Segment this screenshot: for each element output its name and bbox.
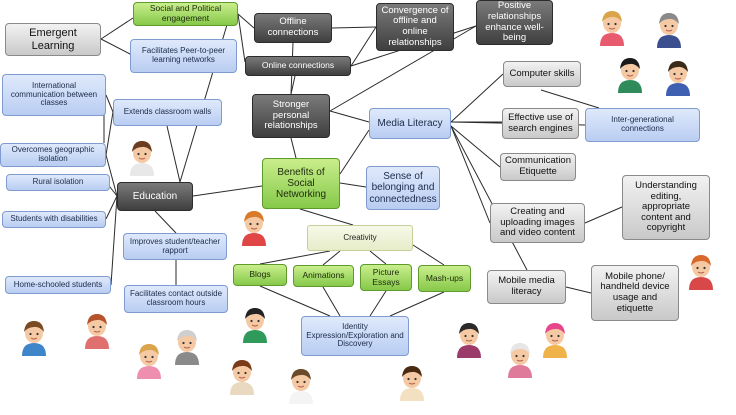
node-students-with-disabilities: Students with disabilities bbox=[2, 211, 106, 228]
person-man-dark-hair-icon bbox=[666, 61, 690, 96]
node-search-engines: Effective use of search engines bbox=[502, 108, 579, 139]
person-girl-pink-hat-icon bbox=[543, 323, 567, 358]
person-girl-long-hair-icon bbox=[400, 366, 424, 401]
connector-line bbox=[290, 75, 296, 95]
person-woman-glasses-icon bbox=[457, 323, 481, 358]
connector-line bbox=[105, 154, 118, 197]
node-mash-ups: Mash-ups bbox=[418, 265, 471, 292]
connector-line bbox=[322, 250, 341, 266]
connector-line bbox=[450, 125, 501, 168]
node-animations: Animations bbox=[293, 265, 354, 287]
connector-line bbox=[237, 13, 255, 29]
node-sense-of-belonging: Sense of belonging and connectedness bbox=[366, 166, 440, 210]
node-mobile-phone-etiquette: Mobile phone/ handheld device usage and … bbox=[591, 265, 679, 321]
person-boy-tie-icon bbox=[289, 369, 313, 404]
connector-line bbox=[540, 89, 600, 109]
node-understanding-editing: Understanding editing, appropriate conte… bbox=[622, 175, 710, 240]
person-girl-ponytail-icon bbox=[230, 360, 254, 395]
node-online-connections: Online connections bbox=[245, 56, 351, 76]
node-picture-essays: Picture Essays bbox=[360, 264, 412, 291]
node-benefits-of-social-networking: Benefits of Social Networking bbox=[262, 158, 340, 209]
person-boy-brown-icon bbox=[22, 321, 46, 356]
node-extends-classroom-walls: Extends classroom walls bbox=[113, 99, 222, 126]
person-girl-blonde-2-icon bbox=[137, 344, 161, 379]
connector-line bbox=[105, 94, 114, 113]
node-education: Education bbox=[117, 182, 193, 211]
person-grandma-icon bbox=[508, 343, 532, 378]
node-communication-etiquette: Communication Etiquette bbox=[500, 153, 576, 181]
node-student-teacher-rapport: Improves student/teacher rapport bbox=[123, 233, 227, 260]
node-blogs: Blogs bbox=[233, 264, 287, 286]
connector-line bbox=[565, 286, 592, 294]
connector-line bbox=[350, 26, 377, 67]
person-woman-dark-icon bbox=[618, 58, 642, 93]
connector-line bbox=[237, 13, 246, 63]
person-girl-redhead-icon bbox=[689, 255, 713, 290]
connector-line bbox=[105, 111, 114, 156]
node-emergent-learning: Emergent Learning bbox=[5, 23, 101, 56]
connector-line bbox=[331, 26, 377, 29]
node-creativity: Creativity bbox=[307, 225, 413, 251]
node-overcomes-geographic-isolation: Overcomes geographic isolation bbox=[0, 143, 106, 167]
connector-line bbox=[584, 206, 623, 224]
node-stronger-personal-relationships: Stronger personal relationships bbox=[252, 94, 330, 138]
connector-line bbox=[329, 110, 370, 123]
connector-line bbox=[259, 285, 331, 317]
node-positive-relationships: Positive relationships enhance well-bein… bbox=[476, 0, 553, 45]
connector-line bbox=[369, 290, 387, 317]
connector-line bbox=[450, 125, 491, 224]
connector-line bbox=[105, 195, 118, 220]
person-girl-brown-icon bbox=[130, 141, 154, 176]
node-offline-connections: Offline connections bbox=[254, 13, 332, 43]
node-convergence: Convergence of offline and online relati… bbox=[376, 3, 454, 51]
node-international-communication: International communication between clas… bbox=[2, 74, 106, 116]
connector-line bbox=[110, 195, 118, 286]
node-contact-outside-classroom: Facilitates contact outside classroom ho… bbox=[124, 285, 228, 313]
connector-line bbox=[259, 250, 331, 265]
connector-line bbox=[450, 73, 504, 123]
person-girl-blonde-icon bbox=[600, 11, 624, 46]
node-computer-skills: Computer skills bbox=[503, 61, 581, 87]
node-rural-isolation: Rural isolation bbox=[6, 174, 110, 191]
node-inter-generational-connections: Inter-generational connections bbox=[585, 108, 700, 142]
person-boy-orange-icon bbox=[242, 211, 266, 246]
connector-line bbox=[192, 185, 263, 197]
connector-line bbox=[369, 250, 387, 265]
connector-line bbox=[100, 17, 134, 40]
person-girl-red-icon bbox=[85, 314, 109, 349]
connector-line bbox=[412, 244, 445, 266]
node-mobile-media-literacy: Mobile media literacy bbox=[487, 270, 566, 304]
connector-line bbox=[166, 125, 181, 183]
connector-line bbox=[100, 38, 131, 55]
node-home-schooled-students: Home-schooled students bbox=[5, 276, 111, 294]
connector-line bbox=[339, 182, 367, 188]
person-man-black-hair-icon bbox=[243, 308, 267, 343]
node-identity-expression: Identity Expression/Exploration and Disc… bbox=[301, 316, 409, 356]
connector-line bbox=[450, 125, 528, 271]
person-old-man-icon bbox=[657, 13, 681, 48]
connector-line bbox=[339, 129, 370, 175]
connector-line bbox=[322, 286, 341, 317]
connector-line bbox=[299, 208, 354, 226]
connector-line bbox=[154, 210, 177, 234]
node-social-political-engagement: Social and Political engagement bbox=[133, 2, 238, 26]
node-creating-uploading-content: Creating and uploading images and video … bbox=[490, 203, 585, 243]
connector-line bbox=[179, 7, 233, 183]
node-media-literacy: Media Literacy bbox=[369, 108, 451, 139]
connector-line bbox=[290, 137, 297, 159]
person-grandpa-glasses-icon bbox=[175, 330, 199, 365]
node-peer-to-peer-networks: Facilitates Peer-to-peer learning networ… bbox=[130, 39, 237, 73]
connector-line bbox=[389, 291, 445, 317]
